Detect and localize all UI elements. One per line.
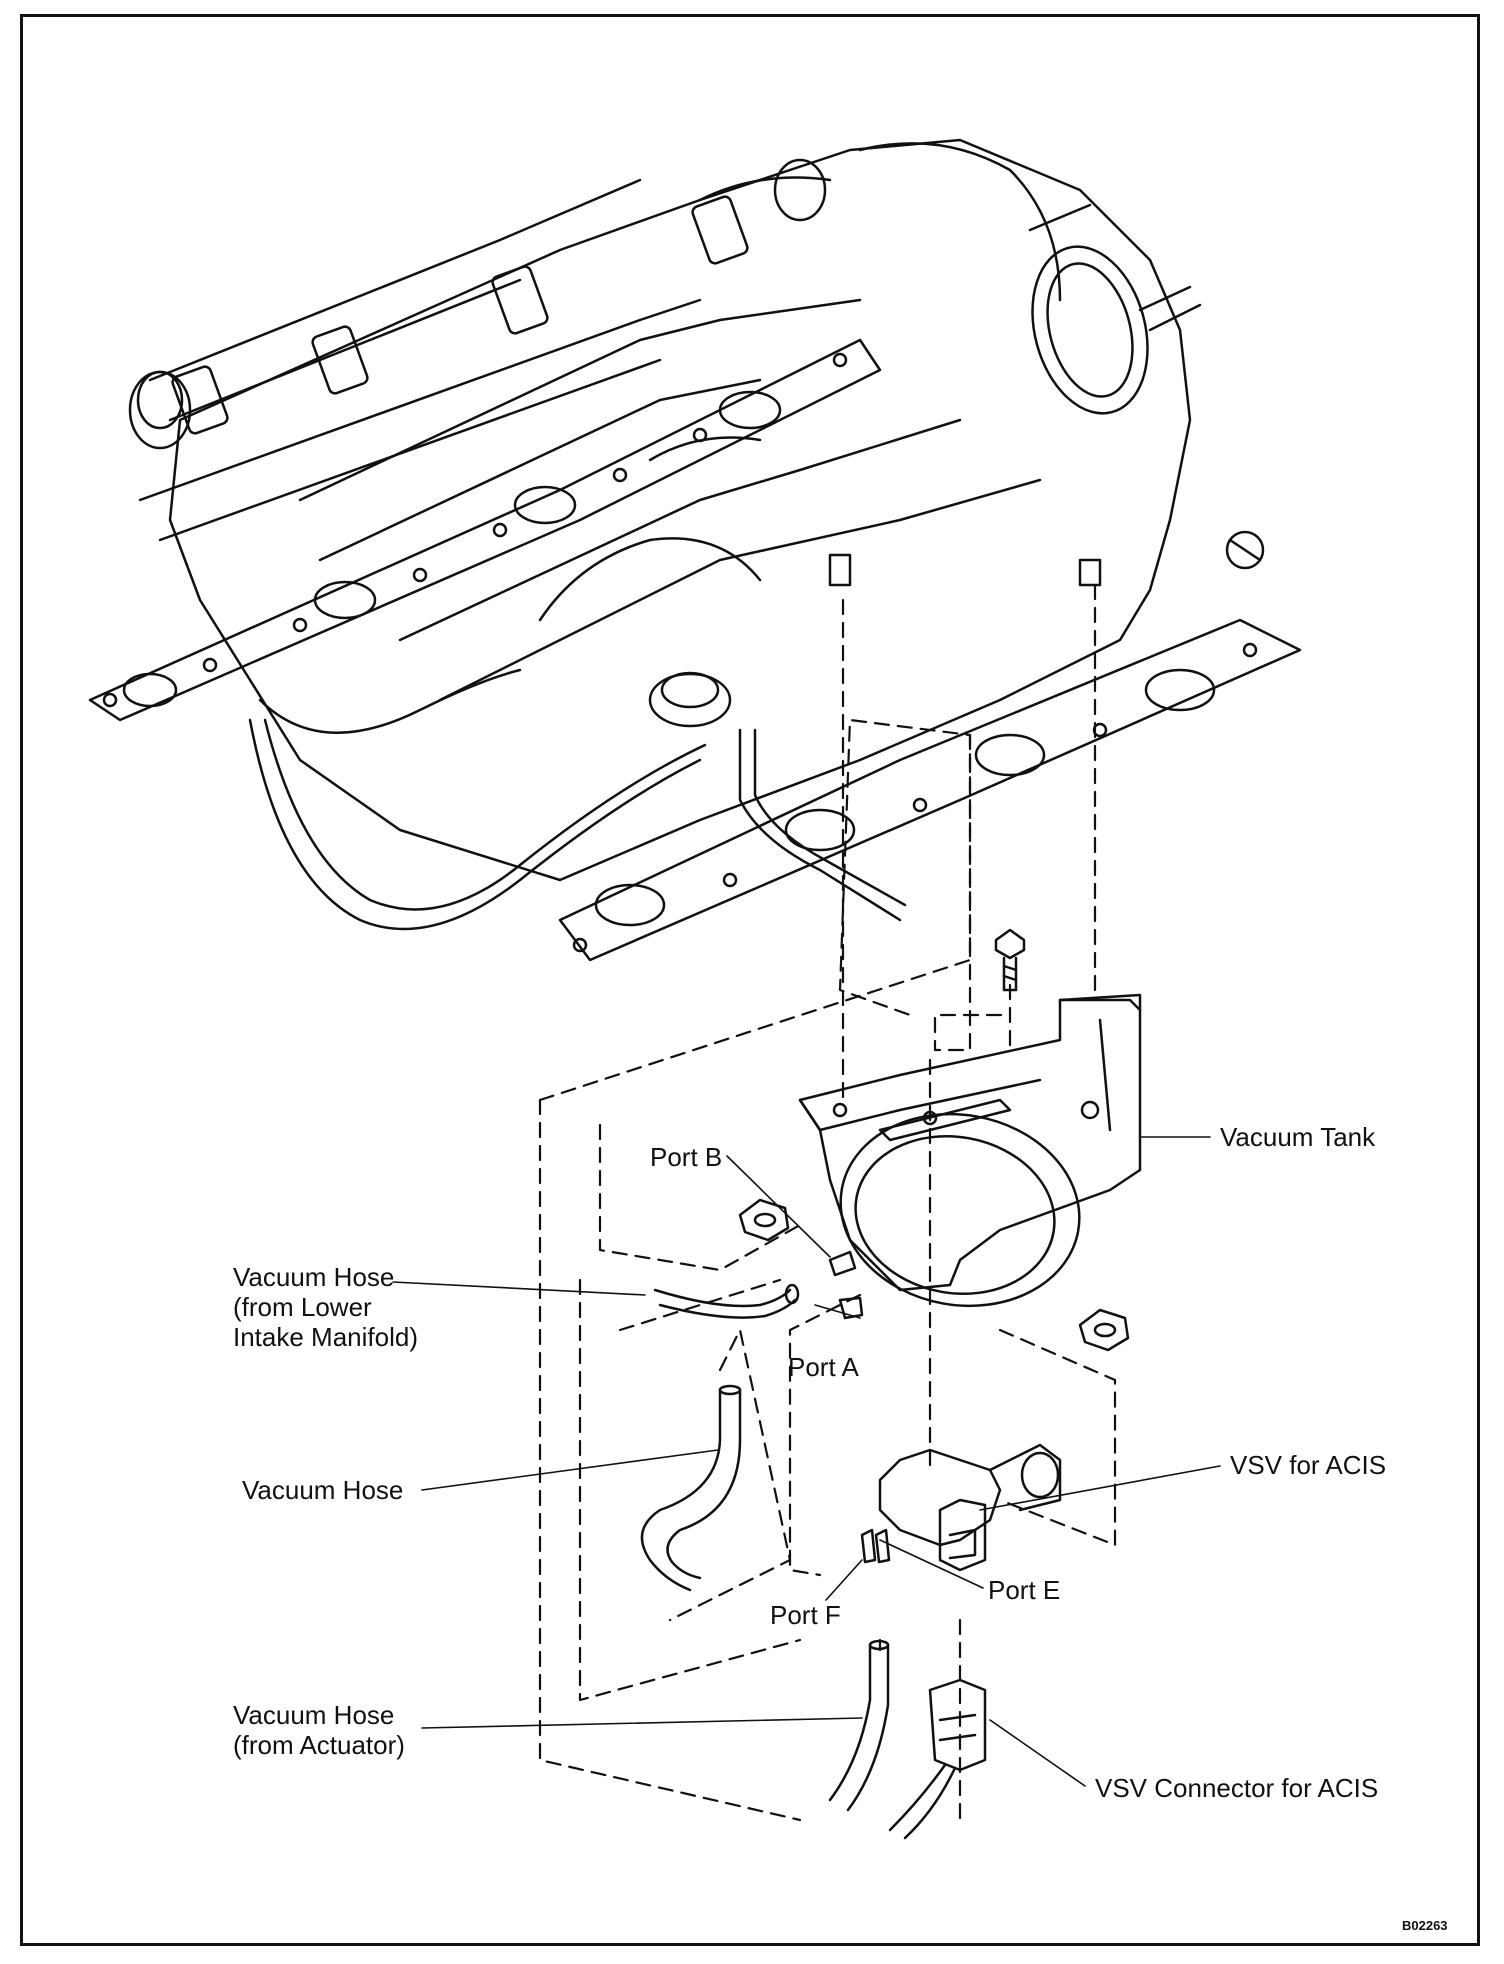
- figure-id: B02263: [1402, 1918, 1448, 1933]
- label-vsv-for-acis: VSV for ACIS: [1230, 1450, 1387, 1480]
- vsv-for-acis: [860, 1443, 1062, 1572]
- label-vacuum-hose: Vacuum Hose: [242, 1475, 404, 1505]
- label-vacuum-hose-actuator: Vacuum Hose (from Actuator): [233, 1700, 405, 1760]
- intake-manifold: [88, 138, 1302, 962]
- diagram-frame: [20, 14, 1480, 1946]
- mounting-nuts: [738, 1198, 1130, 1352]
- label-vsv-connector-for-acis: VSV Connector for ACIS: [1095, 1773, 1379, 1803]
- label-vacuum-tank: Vacuum Tank: [1220, 1122, 1376, 1152]
- label-port-a: Port A: [788, 1352, 859, 1382]
- label-port-e: Port E: [988, 1575, 1061, 1605]
- vsv-connector-for-acis: [888, 1678, 987, 1840]
- alignment-lines: [538, 583, 1117, 1822]
- vacuum-hose-lower-manifold: [653, 1283, 800, 1319]
- vacuum-tank: [798, 993, 1142, 1320]
- vacuum-hose-actuator: [828, 1639, 890, 1812]
- label-vacuum-hose-lower-manifold: Vacuum Hose (from Lower Intake Manifold): [233, 1262, 418, 1352]
- vacuum-hose: [640, 1384, 742, 1592]
- label-port-b: Port B: [650, 1142, 723, 1172]
- label-port-f: Port F: [770, 1600, 841, 1630]
- mounting-bolt: [994, 928, 1026, 992]
- leader-lines: [392, 1136, 1221, 1787]
